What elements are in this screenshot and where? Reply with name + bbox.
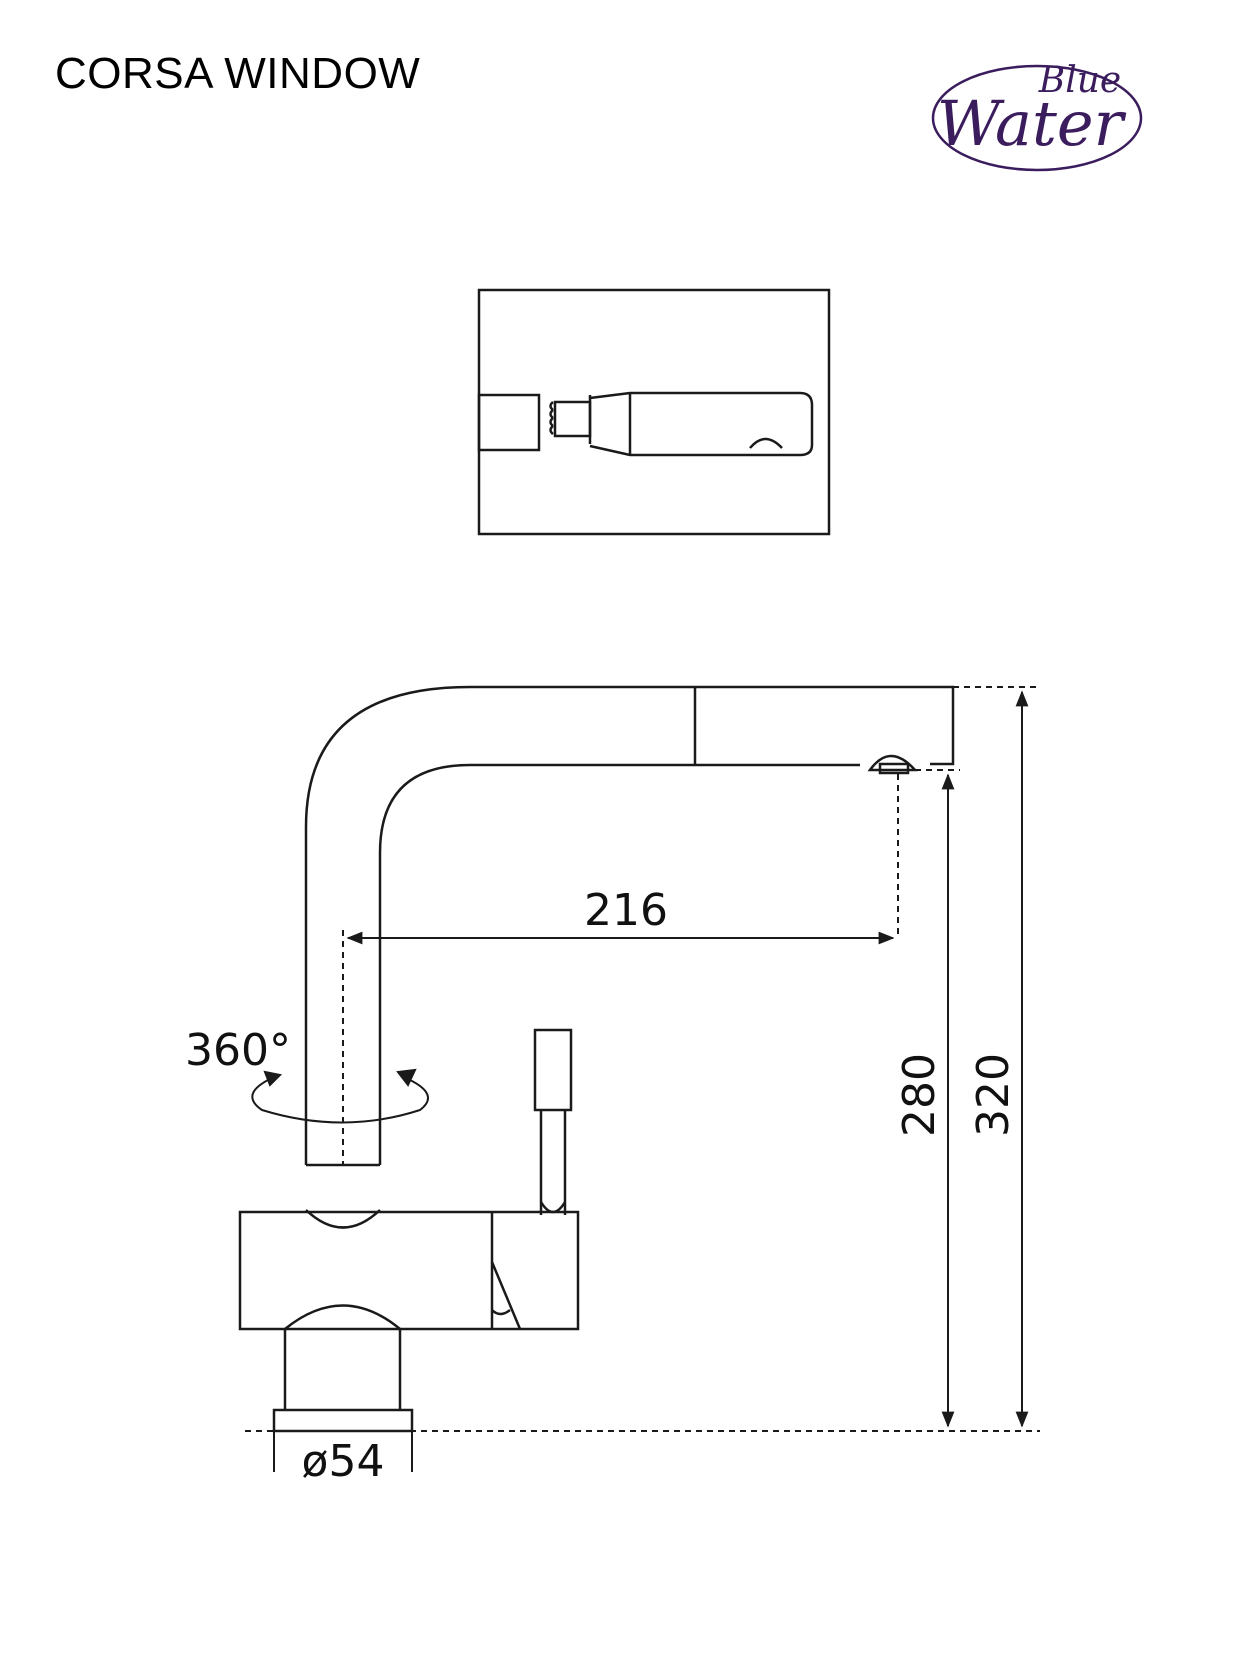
- lever-top: [533, 1028, 573, 1112]
- total-height-label: 320: [968, 1053, 1019, 1137]
- base-plate: [272, 1408, 414, 1433]
- logo-word-blue: Blue: [1038, 60, 1121, 101]
- spray-head: [589, 391, 814, 457]
- main-body: [238, 1210, 580, 1331]
- spout-outer: [304, 685, 955, 1165]
- dimension-lines: [245, 686, 1040, 1472]
- inset-detail: [477, 288, 831, 536]
- spout-inner: [378, 763, 860, 1165]
- aerator: [867, 754, 918, 772]
- hose-tube: [477, 393, 541, 452]
- rotation-label: 360°: [185, 1025, 291, 1076]
- inset-frame: [477, 288, 831, 536]
- logo-word-water: Water: [937, 87, 1127, 160]
- base-arch: [284, 1304, 401, 1330]
- threaded-connector: [549, 395, 592, 444]
- faucet-body: [238, 685, 955, 1433]
- lever-cam: [490, 1261, 522, 1330]
- product-title: CORSA WINDOW: [55, 49, 421, 98]
- base-diameter-label: ø54: [302, 1436, 385, 1487]
- spout-height-label: 280: [894, 1053, 945, 1137]
- brand-logo: Blue Water: [931, 60, 1143, 172]
- rotation-arrow: [251, 1068, 429, 1124]
- reach-label: 216: [584, 885, 668, 936]
